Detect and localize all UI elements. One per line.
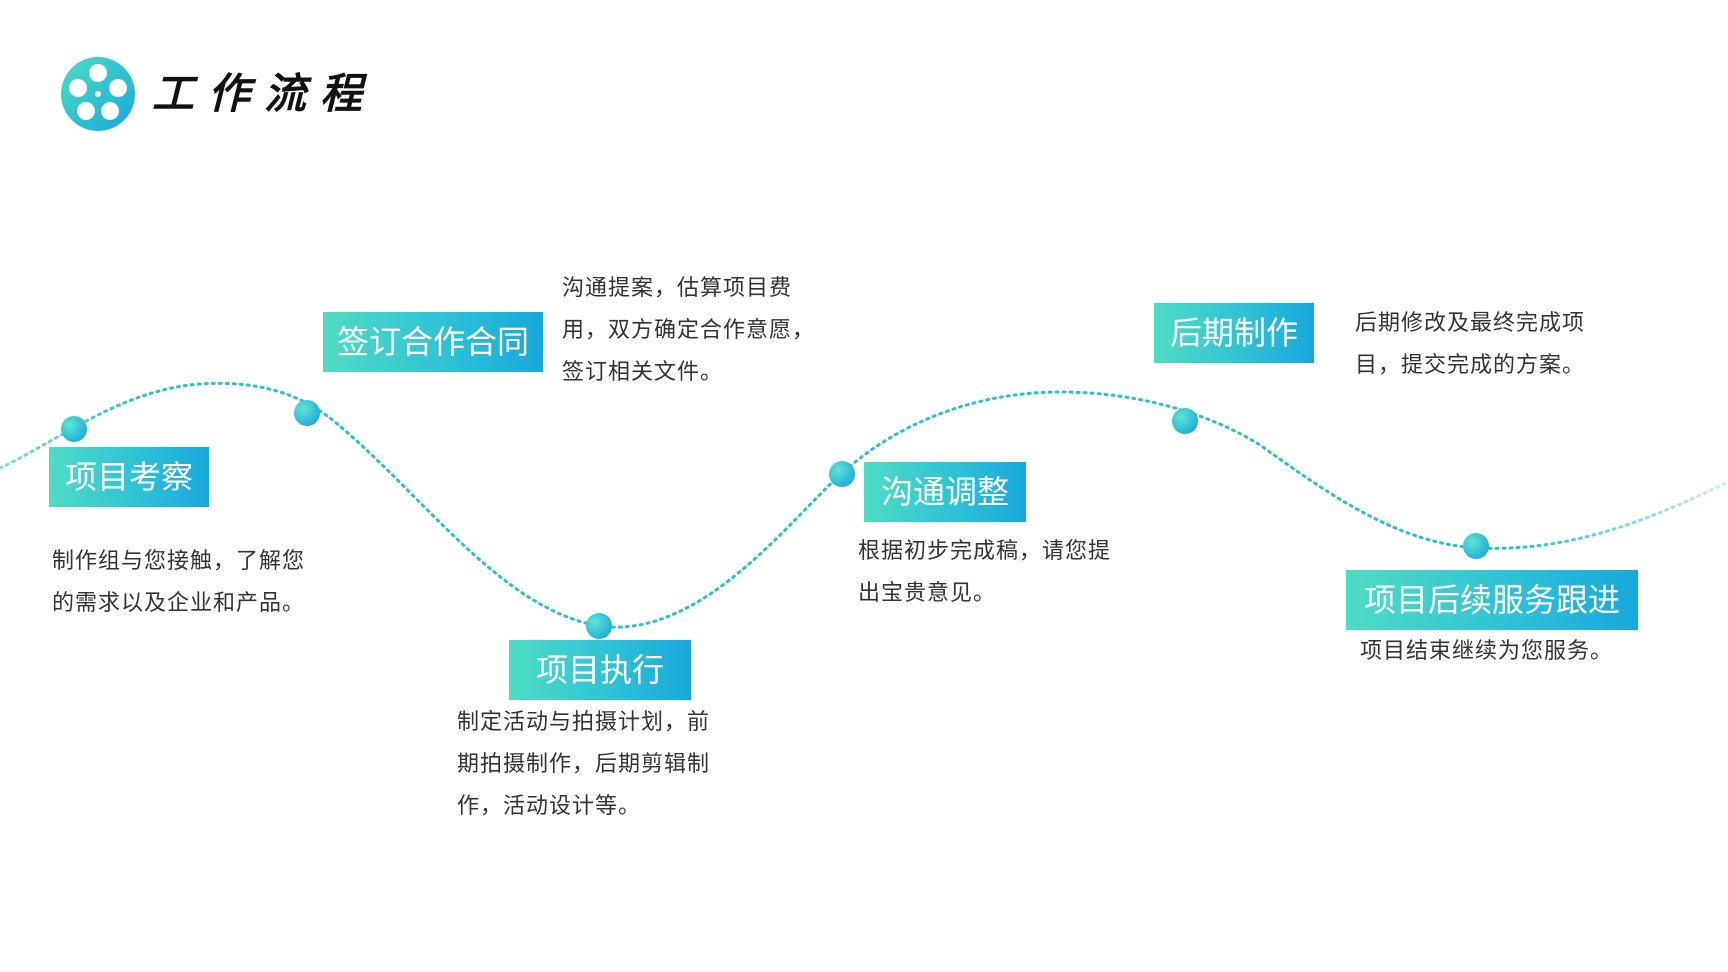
step-dot-1	[61, 416, 87, 442]
step-desc-project-execution: 制定活动与拍摄计划，前期拍摄制作，后期剪辑制作，活动设计等。	[457, 710, 711, 819]
step-dot-4	[829, 461, 855, 487]
step-desc-post-production: 后期修改及最终完成项目，提交完成的方案。	[1355, 311, 1586, 378]
step-dot-6	[1463, 533, 1489, 559]
step-label-communicate-adjust: 沟通调整	[864, 462, 1026, 522]
step-dot-5	[1172, 408, 1198, 434]
step-desc-communicate-adjust: 根据初步完成稿，请您提出宝贵意见。	[858, 539, 1112, 606]
step-label-project-execution: 项目执行	[509, 640, 691, 700]
step-desc-follow-up-service: 项目结束继续为您服务。	[1360, 639, 1614, 664]
step-desc-sign-contract: 沟通提案，估算项目费用，双方确定合作意愿，签订相关文件。	[562, 276, 816, 385]
step-label-follow-up-service: 项目后续服务跟进	[1346, 570, 1638, 630]
step-label-post-production: 后期制作	[1154, 303, 1314, 363]
step-dot-2	[294, 400, 320, 426]
film-reel-icon	[61, 57, 135, 131]
step-desc-project-survey: 制作组与您接触，了解您的需求以及企业和产品。	[52, 549, 306, 616]
page-title: 工作流程	[152, 69, 377, 118]
step-label-sign-contract: 签订合作合同	[323, 312, 543, 372]
step-dot-3	[586, 613, 612, 639]
step-label-project-survey: 项目考察	[49, 447, 209, 507]
